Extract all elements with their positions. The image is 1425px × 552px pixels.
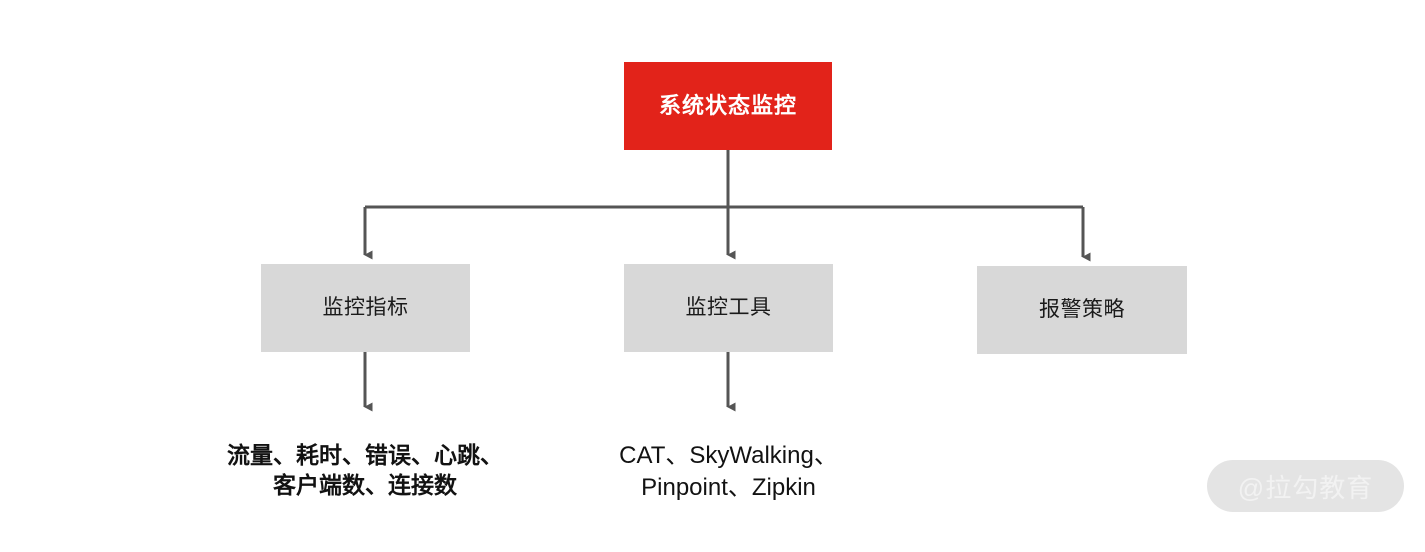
node-root-system-status-monitoring[interactable]: 系统状态监控 [624,62,832,150]
node-branch-monitoring-tools[interactable]: 监控工具 [624,264,833,352]
leaf-monitoring-metrics-list: 流量、耗时、错误、心跳、 客户端数、连接数 [227,442,503,499]
node-branch-alert-strategy[interactable]: 报警策略 [977,266,1187,354]
node-branch-monitoring-metrics[interactable]: 监控指标 [261,264,470,352]
leaf-monitoring-tools-list: CAT、SkyWalking、 Pinpoint、Zipkin [619,442,838,501]
watermark-badge: @拉勾教育 [1207,460,1404,512]
watermark-label: @拉勾教育 [1237,472,1374,503]
